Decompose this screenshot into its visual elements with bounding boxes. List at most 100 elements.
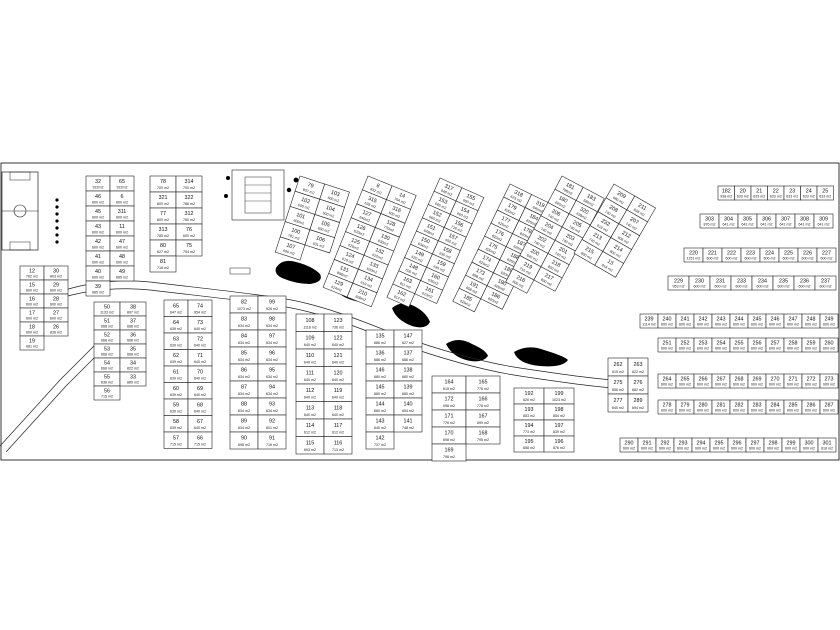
lot-272[interactable]: 272600 m2 xyxy=(801,373,821,389)
lot-167[interactable]: 167699 m2 xyxy=(465,409,501,428)
lot-88[interactable]: 88634 m2 xyxy=(229,397,259,416)
lot-251[interactable]: 251600 m2 xyxy=(657,337,677,353)
lot-138[interactable]: 138680 m2 xyxy=(393,363,423,382)
lot-71[interactable]: 71640 m2 xyxy=(187,349,213,367)
lot-59[interactable]: 59639 m2 xyxy=(163,398,189,416)
lot-23[interactable]: 23633 m2 xyxy=(783,185,801,201)
lot-241[interactable]: 241600 m2 xyxy=(675,313,695,329)
lot-198[interactable]: 198854 m2 xyxy=(543,403,575,421)
lot-269[interactable]: 269600 m2 xyxy=(747,373,767,389)
lot-240[interactable]: 240600 m2 xyxy=(657,313,677,329)
lot-297[interactable]: 297600 m2 xyxy=(745,437,765,453)
lot-221[interactable]: 221600 m2 xyxy=(702,247,723,263)
lot-12[interactable]: 12762 m2 xyxy=(19,265,45,281)
lot-172[interactable]: 172998 m2 xyxy=(431,392,467,411)
lot-111[interactable]: 111640 m2 xyxy=(295,366,325,385)
lot-43[interactable]: 43600 m2 xyxy=(85,220,111,237)
lot-243[interactable]: 243600 m2 xyxy=(711,313,731,329)
lot-161[interactable]: 161613m2 xyxy=(414,280,443,304)
lot-17[interactable]: 17600 m2 xyxy=(19,307,45,323)
lot-90[interactable]: 90698 m2 xyxy=(229,431,259,450)
lot-45[interactable]: 45600 m2 xyxy=(85,205,111,222)
lot-284[interactable]: 284600 m2 xyxy=(765,399,785,415)
lot-266[interactable]: 266600 m2 xyxy=(693,373,713,389)
lot-146[interactable]: 146680 m2 xyxy=(365,363,395,382)
lot-306[interactable]: 306641 m2 xyxy=(756,213,777,229)
lot-54[interactable]: 54668 m2 xyxy=(93,357,121,373)
lot-299[interactable]: 299600 m2 xyxy=(781,437,801,453)
lot-69[interactable]: 69640 m2 xyxy=(187,382,213,400)
lot-42[interactable]: 42600 m2 xyxy=(85,235,111,252)
lot-308[interactable]: 308641 m2 xyxy=(794,213,815,229)
lot-73[interactable]: 73640 m2 xyxy=(187,316,213,334)
lot-185[interactable]: 185620m2 xyxy=(452,287,482,313)
lot-77[interactable]: 77600 m2 xyxy=(149,207,177,225)
lot-46[interactable]: 46600 m2 xyxy=(85,190,111,207)
lot-22[interactable]: 22633 m2 xyxy=(767,185,785,201)
lot-256[interactable]: 256600 m2 xyxy=(747,337,767,353)
lot-74[interactable]: 74954 m2 xyxy=(187,299,213,317)
lot-237[interactable]: 237600 m2 xyxy=(814,275,837,291)
lot-62[interactable]: 62639 m2 xyxy=(163,349,189,367)
lot-116[interactable]: 116713 m2 xyxy=(323,436,353,455)
lot-192[interactable]: 192826 m2 xyxy=(513,387,545,405)
lot-16[interactable]: 16600 m2 xyxy=(19,293,45,309)
lot-143[interactable]: 143640 m2 xyxy=(365,414,395,433)
lot-287[interactable]: 287600 m2 xyxy=(819,399,839,415)
lot-282[interactable]: 282600 m2 xyxy=(729,399,749,415)
lot-72[interactable]: 72640 m2 xyxy=(187,332,213,350)
lot-65[interactable]: 65922m2 xyxy=(109,175,135,192)
lot-286[interactable]: 286600 m2 xyxy=(801,399,821,415)
lot-321[interactable]: 321600 m2 xyxy=(149,191,177,209)
lot-80[interactable]: 80627 m2 xyxy=(149,239,177,257)
lot-242[interactable]: 242600 m2 xyxy=(693,313,713,329)
lot-20[interactable]: 20633 m2 xyxy=(734,185,752,201)
lot-217[interactable]: 217800 m2 xyxy=(533,266,563,292)
lot-296[interactable]: 296600 m2 xyxy=(727,437,747,453)
lot-239[interactable]: 2391114 m2 xyxy=(639,313,659,329)
lot-258[interactable]: 258600 m2 xyxy=(783,337,803,353)
lot-67[interactable]: 67640 m2 xyxy=(187,415,213,433)
lot-82[interactable]: 821073 m2 xyxy=(229,295,259,314)
lot-267[interactable]: 267600 m2 xyxy=(711,373,731,389)
lot-119[interactable]: 119640 m2 xyxy=(323,383,353,402)
lot-164[interactable]: 164615 m2 xyxy=(431,375,467,394)
lot-216[interactable]: 216800 m2 xyxy=(505,268,535,294)
lot-76[interactable]: 76600 m2 xyxy=(175,223,203,241)
lot-15[interactable]: 15600 m2 xyxy=(19,279,45,295)
lot-305[interactable]: 305641 m2 xyxy=(737,213,758,229)
lot-64[interactable]: 64639 m2 xyxy=(163,316,189,334)
lot-114[interactable]: 114612 m2 xyxy=(295,418,325,437)
lot-254[interactable]: 254600 m2 xyxy=(711,337,731,353)
lot-246[interactable]: 246600 m2 xyxy=(765,313,785,329)
lot-122[interactable]: 122640 m2 xyxy=(323,331,353,350)
lot-195[interactable]: 195858 m2 xyxy=(513,435,545,453)
lot-303[interactable]: 303876 m2 xyxy=(699,213,720,229)
lot-81[interactable]: 81718 m2 xyxy=(149,255,177,273)
lot-110[interactable]: 110640 m2 xyxy=(295,348,325,367)
lot-95[interactable]: 95634 m2 xyxy=(257,363,287,382)
lot-271[interactable]: 271600 m2 xyxy=(783,373,803,389)
lot-285[interactable]: 285600 m2 xyxy=(783,399,803,415)
lot-33[interactable]: 33889 m2 xyxy=(119,371,147,387)
lot-249[interactable]: 249600 m2 xyxy=(819,313,839,329)
lot-260[interactable]: 260600 m2 xyxy=(819,337,839,353)
lot-263[interactable]: 263622 m2 xyxy=(627,357,649,377)
lot-66[interactable]: 66715 m2 xyxy=(187,431,213,449)
lot-222[interactable]: 222600 m2 xyxy=(721,247,742,263)
lot-291[interactable]: 291600 m2 xyxy=(637,437,657,453)
lot-136[interactable]: 136686 m2 xyxy=(365,346,395,365)
lot-233[interactable]: 233600 m2 xyxy=(730,275,753,291)
lot-93[interactable]: 93634 m2 xyxy=(257,397,287,416)
lot-294[interactable]: 294600 m2 xyxy=(691,437,711,453)
lot-231[interactable]: 231600 m2 xyxy=(709,275,732,291)
lot-281[interactable]: 281600 m2 xyxy=(711,399,731,415)
lot-112[interactable]: 112640 m2 xyxy=(295,383,325,402)
lot-83[interactable]: 83634 m2 xyxy=(229,312,259,331)
lot-314[interactable]: 314700 m2 xyxy=(175,175,203,193)
lot-57[interactable]: 57715 m2 xyxy=(163,431,189,449)
lot-38[interactable]: 38897 m2 xyxy=(119,301,147,317)
lot-39[interactable]: 39685 m2 xyxy=(85,280,111,297)
lot-247[interactable]: 247600 m2 xyxy=(783,313,803,329)
lot-270[interactable]: 270600 m2 xyxy=(765,373,785,389)
